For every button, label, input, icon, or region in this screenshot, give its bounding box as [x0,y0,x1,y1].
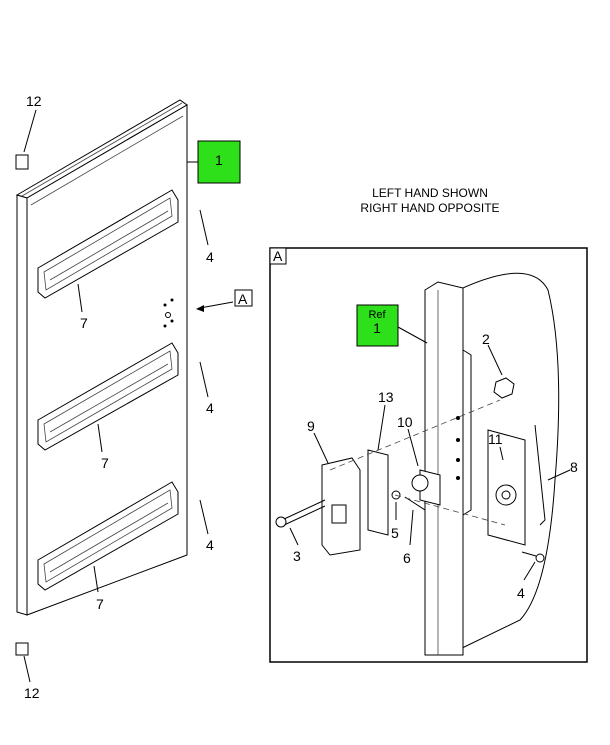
arrow-icon [196,305,204,312]
ref-text: Ref [368,309,386,321]
callout-7: 7 [96,596,104,612]
callout-1: 1 [215,152,223,168]
callout-11: 11 [488,431,503,447]
header-line-1: LEFT HAND SHOWN [372,186,488,200]
callout-12-top: 12 [26,93,42,109]
detail-view-A: A [269,247,588,663]
callout-4: 4 [206,400,214,416]
detail-label: A [273,248,283,264]
handle-1 [37,189,179,299]
callout-A: A [238,291,248,307]
callout-2: 2 [482,331,490,347]
callout-12-bottom: 12 [24,685,40,701]
header-line-2: RIGHT HAND OPPOSITE [360,201,499,215]
callout-10: 10 [397,414,413,430]
callout-7: 7 [101,455,109,471]
part-1-highlight[interactable] [197,140,241,184]
callout-13: 13 [378,389,394,405]
detail-ref-box [234,289,253,307]
callout-8: 8 [570,459,578,475]
bumper-bottom [15,642,29,656]
callout-3: 3 [293,548,301,564]
ref-number: 1 [373,320,381,336]
callout-4: 4 [517,585,525,601]
callout-5: 5 [391,525,399,541]
callout-4: 4 [206,537,214,553]
callout-4: 4 [206,249,214,265]
callout-9: 9 [307,418,315,434]
callout-7: 7 [80,315,88,331]
leader-lines [23,109,234,683]
latch-holes [163,298,174,328]
handle-3 [37,481,179,591]
ref-1-highlight[interactable] [356,304,399,347]
callout-6: 6 [403,550,411,566]
bumper-top [15,154,29,170]
handle-2 [37,342,179,451]
